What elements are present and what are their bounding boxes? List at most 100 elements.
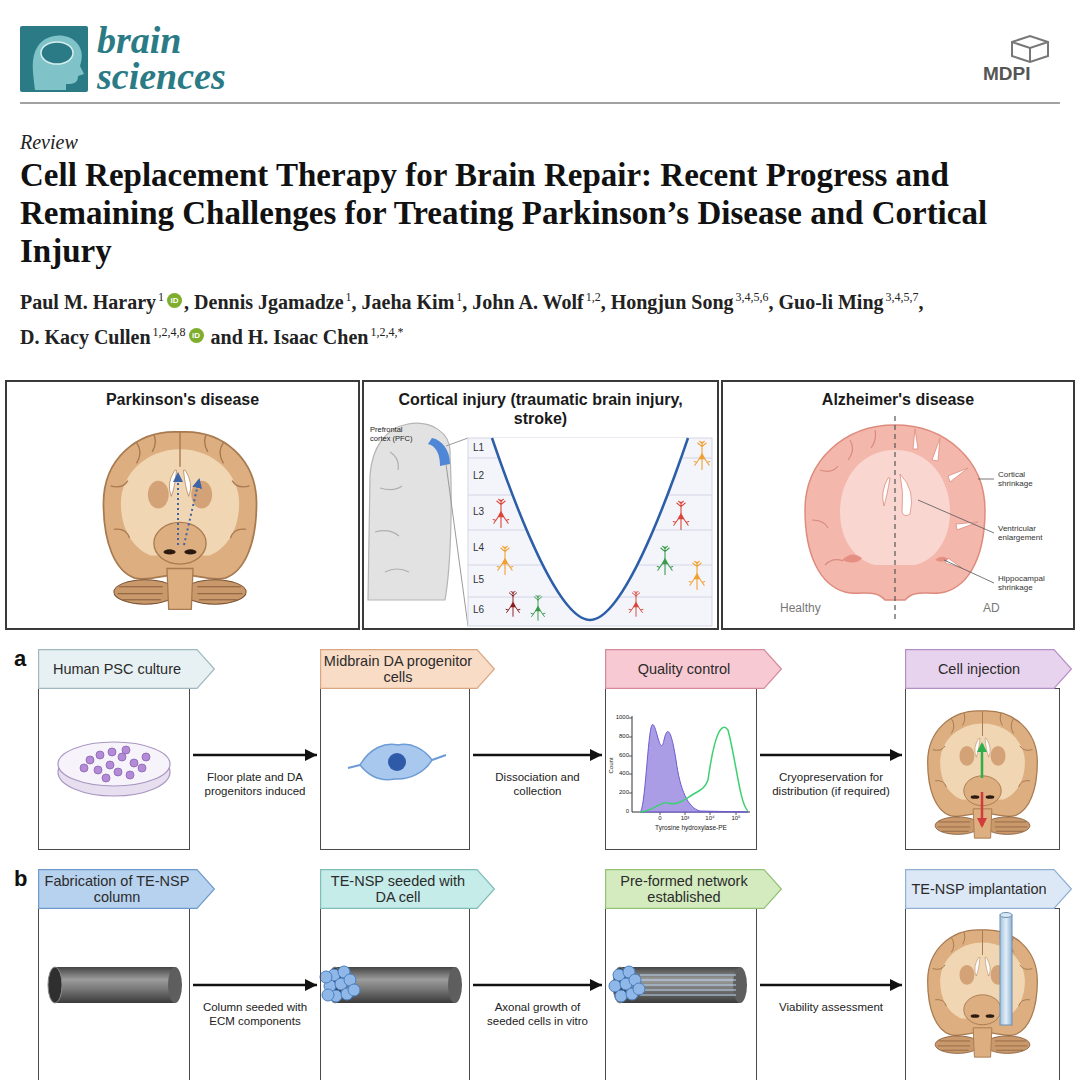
injection-brain	[928, 711, 1038, 838]
step-header-text: TE-NSP seeded with DA cell	[322, 873, 475, 905]
alzheimer-brain	[918, 479, 994, 583]
step-title: Human PSC culture	[40, 661, 195, 677]
parkinson-brain	[184, 480, 199, 545]
cortex-illustration	[492, 438, 688, 620]
step-action: Dissociation and collection	[477, 771, 598, 799]
affiliation-number: 1,2	[586, 290, 601, 304]
step-header: Midbrain DA progenitor cells	[320, 649, 495, 689]
region-label: Prefrontal cortex (PFC)	[370, 426, 418, 443]
affiliation-number: 1,2,4,8	[153, 325, 186, 339]
alzheimer-brain	[900, 474, 912, 516]
petri-dish	[122, 746, 130, 754]
petri-dish	[58, 742, 170, 796]
axis-tick: 600	[612, 752, 629, 759]
layer-label: L6	[473, 604, 484, 616]
process-step: TE-NSP implantation	[905, 908, 1060, 1080]
affiliation-number: 3,4,5,6	[736, 290, 769, 304]
petri-dish	[94, 766, 102, 774]
affiliation-number: 1	[158, 290, 164, 304]
affiliation-number: 1	[456, 290, 462, 304]
panel-heading: Cortical injury (traumatic brain injury,…	[371, 390, 711, 428]
petri-dish	[138, 764, 146, 772]
panel-letter: a	[14, 646, 26, 671]
step-action: Axonal growth of seeded cells in vitro	[477, 1001, 598, 1029]
implant-brain	[1000, 915, 1012, 1025]
orcid-badge: iD	[167, 293, 182, 308]
author-name: , Dennis Jgamadze	[184, 291, 343, 313]
alzheimer-brain	[805, 416, 994, 620]
publisher-icon	[1012, 36, 1048, 62]
cortex-illustration	[368, 423, 712, 626]
author-name: , Hongjun Song	[601, 291, 734, 313]
step-header-shape	[38, 650, 214, 689]
network-column	[633, 983, 645, 995]
step-header-shape	[605, 650, 781, 689]
author-list: Paul M. Harary1iD, Dennis Jgamadze1, Jae…	[20, 282, 1065, 352]
cortex-illustration	[492, 438, 688, 620]
figure-panel: Alzheimer's disease	[721, 380, 1075, 630]
step-title: Pre-formed network established	[607, 873, 762, 905]
tenasp-column	[55, 967, 175, 1003]
cortex-illustration	[531, 595, 545, 620]
step-header-shape	[905, 870, 1071, 909]
tenasp-column	[168, 967, 182, 1003]
process-step: Quality control	[605, 688, 757, 850]
step-header: Quality control	[605, 649, 782, 689]
seeded-column	[348, 984, 360, 996]
journal-icon	[33, 36, 84, 90]
journal-logo: brain sciences	[97, 22, 272, 94]
layer-label: L3	[473, 506, 484, 518]
alzheimer-brain	[842, 554, 862, 562]
alzheimer-brain	[812, 430, 876, 565]
axis-tick: 0	[650, 815, 670, 822]
seeded-column	[320, 966, 462, 1003]
layer-label: L5	[473, 574, 484, 586]
step-action: Floor plate and DA progenitors induced	[197, 771, 313, 799]
step-action: Cryopreservation for distribution (if re…	[764, 771, 898, 799]
tenasp-column	[48, 967, 182, 1003]
step-header: TE-NSP implantation	[905, 869, 1072, 909]
step-action: Viability assessment	[764, 1001, 898, 1015]
implant-brain	[928, 913, 1038, 1058]
petri-dish	[142, 753, 150, 761]
petri-dish	[96, 751, 104, 759]
step-header: Pre-formed network established	[605, 869, 782, 909]
step-header-text: Pre-formed network established	[607, 873, 762, 905]
step-title: TE-NSP seeded with DA cell	[322, 873, 475, 905]
cortex-illustration	[657, 546, 673, 574]
axis-tick: 800	[612, 733, 629, 740]
cortex-illustration	[375, 452, 409, 572]
cortex-illustration	[694, 441, 710, 469]
flow-histogram	[629, 716, 750, 815]
cortex-illustration	[689, 561, 705, 589]
network-column	[620, 967, 740, 1003]
progenitor-cell	[348, 744, 446, 779]
flow-arrow	[193, 754, 317, 757]
network-column	[609, 966, 747, 1003]
step-title: Fabrication of TE-NSP column	[40, 873, 195, 905]
article-type: Review	[20, 131, 78, 154]
progenitor-cell	[360, 744, 432, 779]
header-rule	[20, 103, 1060, 104]
author-name: Paul M. Harary	[20, 291, 156, 313]
figure-panel: Parkinson's disease	[5, 380, 360, 630]
step-header-text: TE-NSP implantation	[907, 881, 1052, 897]
axis-title: Tyrosine hydroxylase-PE	[636, 824, 746, 831]
progenitor-cell	[388, 753, 406, 771]
cortex-illustration	[673, 501, 689, 529]
tenasp-column	[48, 967, 62, 1003]
petri-dish	[126, 771, 134, 779]
flow-histogram	[640, 727, 748, 812]
seeded-column	[320, 971, 332, 983]
axis-tick: 10³	[675, 815, 695, 822]
implant-brain	[1000, 913, 1012, 918]
step-title: TE-NSP implantation	[907, 881, 1052, 897]
injection-brain	[928, 711, 1038, 838]
step-title: Cell injection	[907, 661, 1052, 677]
journal-icon	[20, 26, 88, 92]
step-header: TE-NSP seeded with DA cell	[320, 869, 495, 909]
axis-tick: 1000	[612, 714, 629, 721]
panel-heading: Alzheimer's disease	[728, 390, 1068, 409]
step-header-text: Human PSC culture	[40, 661, 195, 677]
cortex-illustration	[468, 438, 712, 626]
